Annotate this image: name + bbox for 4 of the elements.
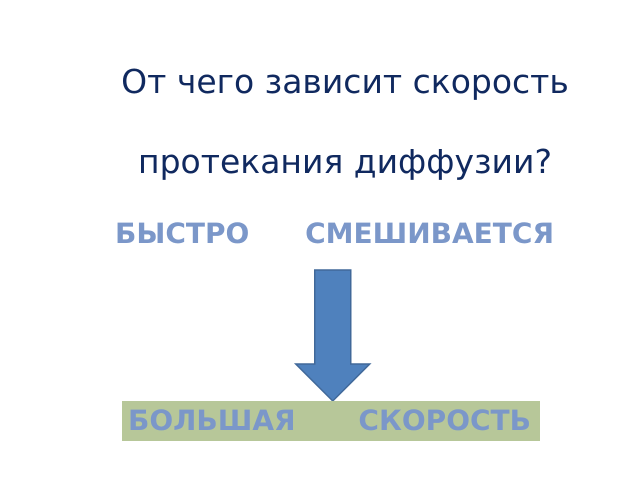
- block-arrow: [294, 269, 372, 402]
- highlight-bar: БОЛЬШАЯ СКОРОСТЬ: [122, 401, 540, 441]
- title-text: От чего зависит скорость протекания диффузии?: [120, 61, 570, 183]
- subheading-text: БЫСТРО СМЕШИВАЕТСЯ: [115, 219, 554, 270]
